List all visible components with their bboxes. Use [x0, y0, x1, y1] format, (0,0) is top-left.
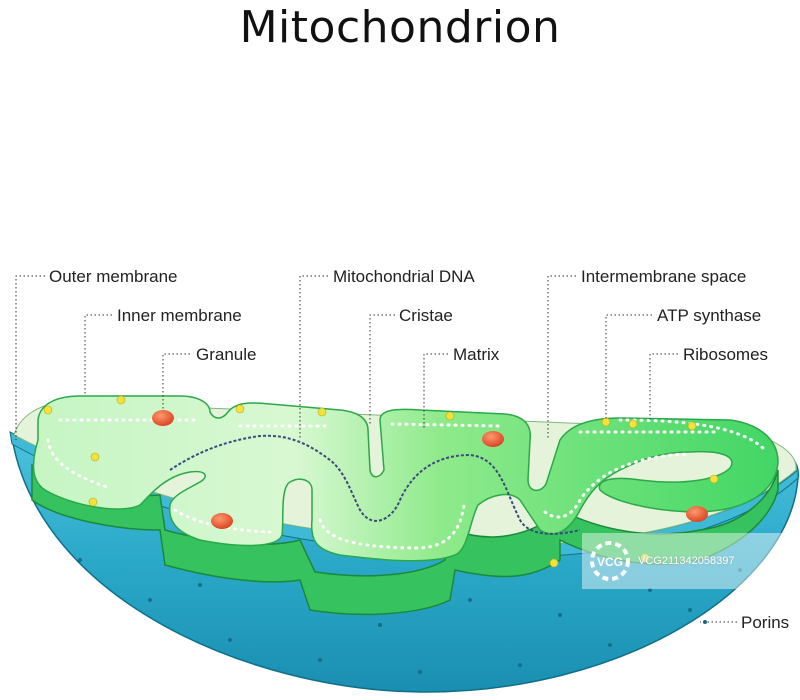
label-granule: Granule	[196, 345, 256, 364]
inner-membrane-wall	[31, 463, 779, 616]
granules	[152, 410, 708, 529]
label-outer-membrane: Outer membrane	[49, 267, 178, 286]
mitochondrial-dna-strand	[169, 434, 581, 535]
label-cristae: Cristae	[399, 306, 453, 325]
atp-synthase-markers	[43, 395, 719, 568]
label-atp-synthase: ATP synthase	[657, 306, 761, 325]
label-mitochondrial-dna: Mitochondrial DNA	[333, 267, 475, 286]
vcg-logo-icon: VCG	[582, 533, 638, 589]
label-matrix: Matrix	[453, 345, 500, 364]
cristae-outline	[46, 418, 767, 550]
watermark-logo-text: VCG	[597, 555, 623, 569]
diagram-title: Mitochondrion	[239, 2, 561, 53]
label-ribosomes: Ribosomes	[683, 345, 768, 364]
label-porins: Porins	[741, 613, 789, 632]
watermark-id: VCG211342058397	[638, 555, 735, 567]
label-leader-lines	[15, 275, 737, 623]
label-inner-membrane: Inner membrane	[117, 306, 242, 325]
label-intermembrane-space: Intermembrane space	[581, 267, 746, 286]
watermark: VCG VCG211342058397	[582, 533, 800, 589]
